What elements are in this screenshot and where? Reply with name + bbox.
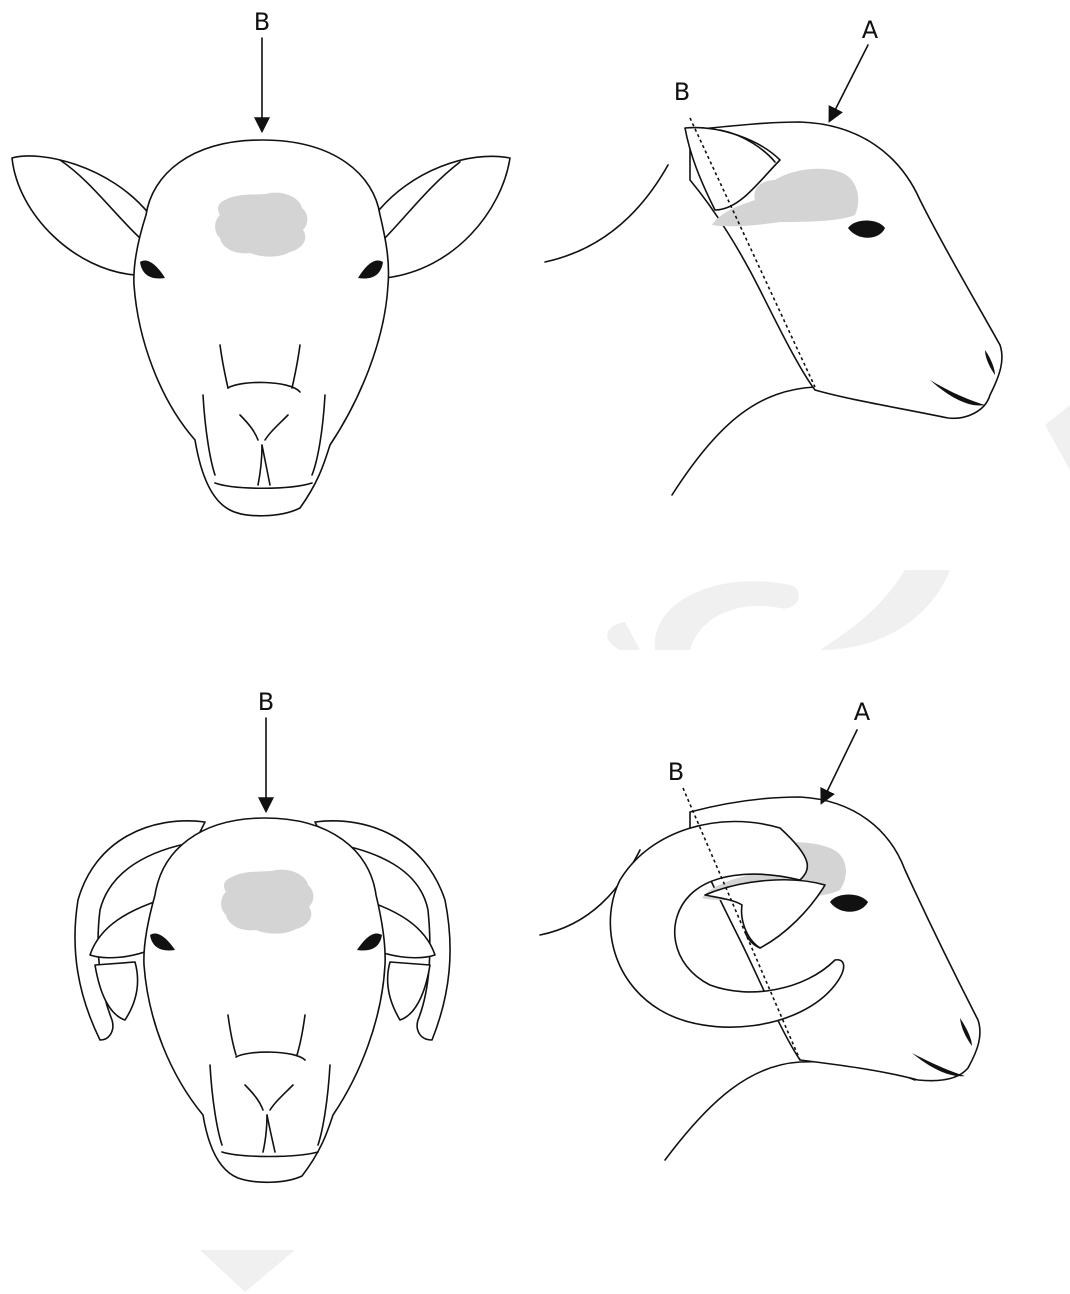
horned-front-view: B <box>75 688 450 1182</box>
label-B: B <box>254 8 270 36</box>
left-ear <box>12 156 150 275</box>
label-A-side: A <box>854 698 871 726</box>
label-B-side: B <box>668 758 684 786</box>
brain-region <box>221 870 313 934</box>
hornless-front-view: B <box>12 8 510 516</box>
label-A-side: A <box>862 16 879 44</box>
right-ear <box>375 156 510 278</box>
horned-side-view: B A <box>540 698 980 1160</box>
label-B: B <box>258 688 274 716</box>
hornless-side-view: B A <box>545 16 1002 495</box>
brain-region <box>215 193 307 257</box>
label-B-side: B <box>674 78 690 106</box>
